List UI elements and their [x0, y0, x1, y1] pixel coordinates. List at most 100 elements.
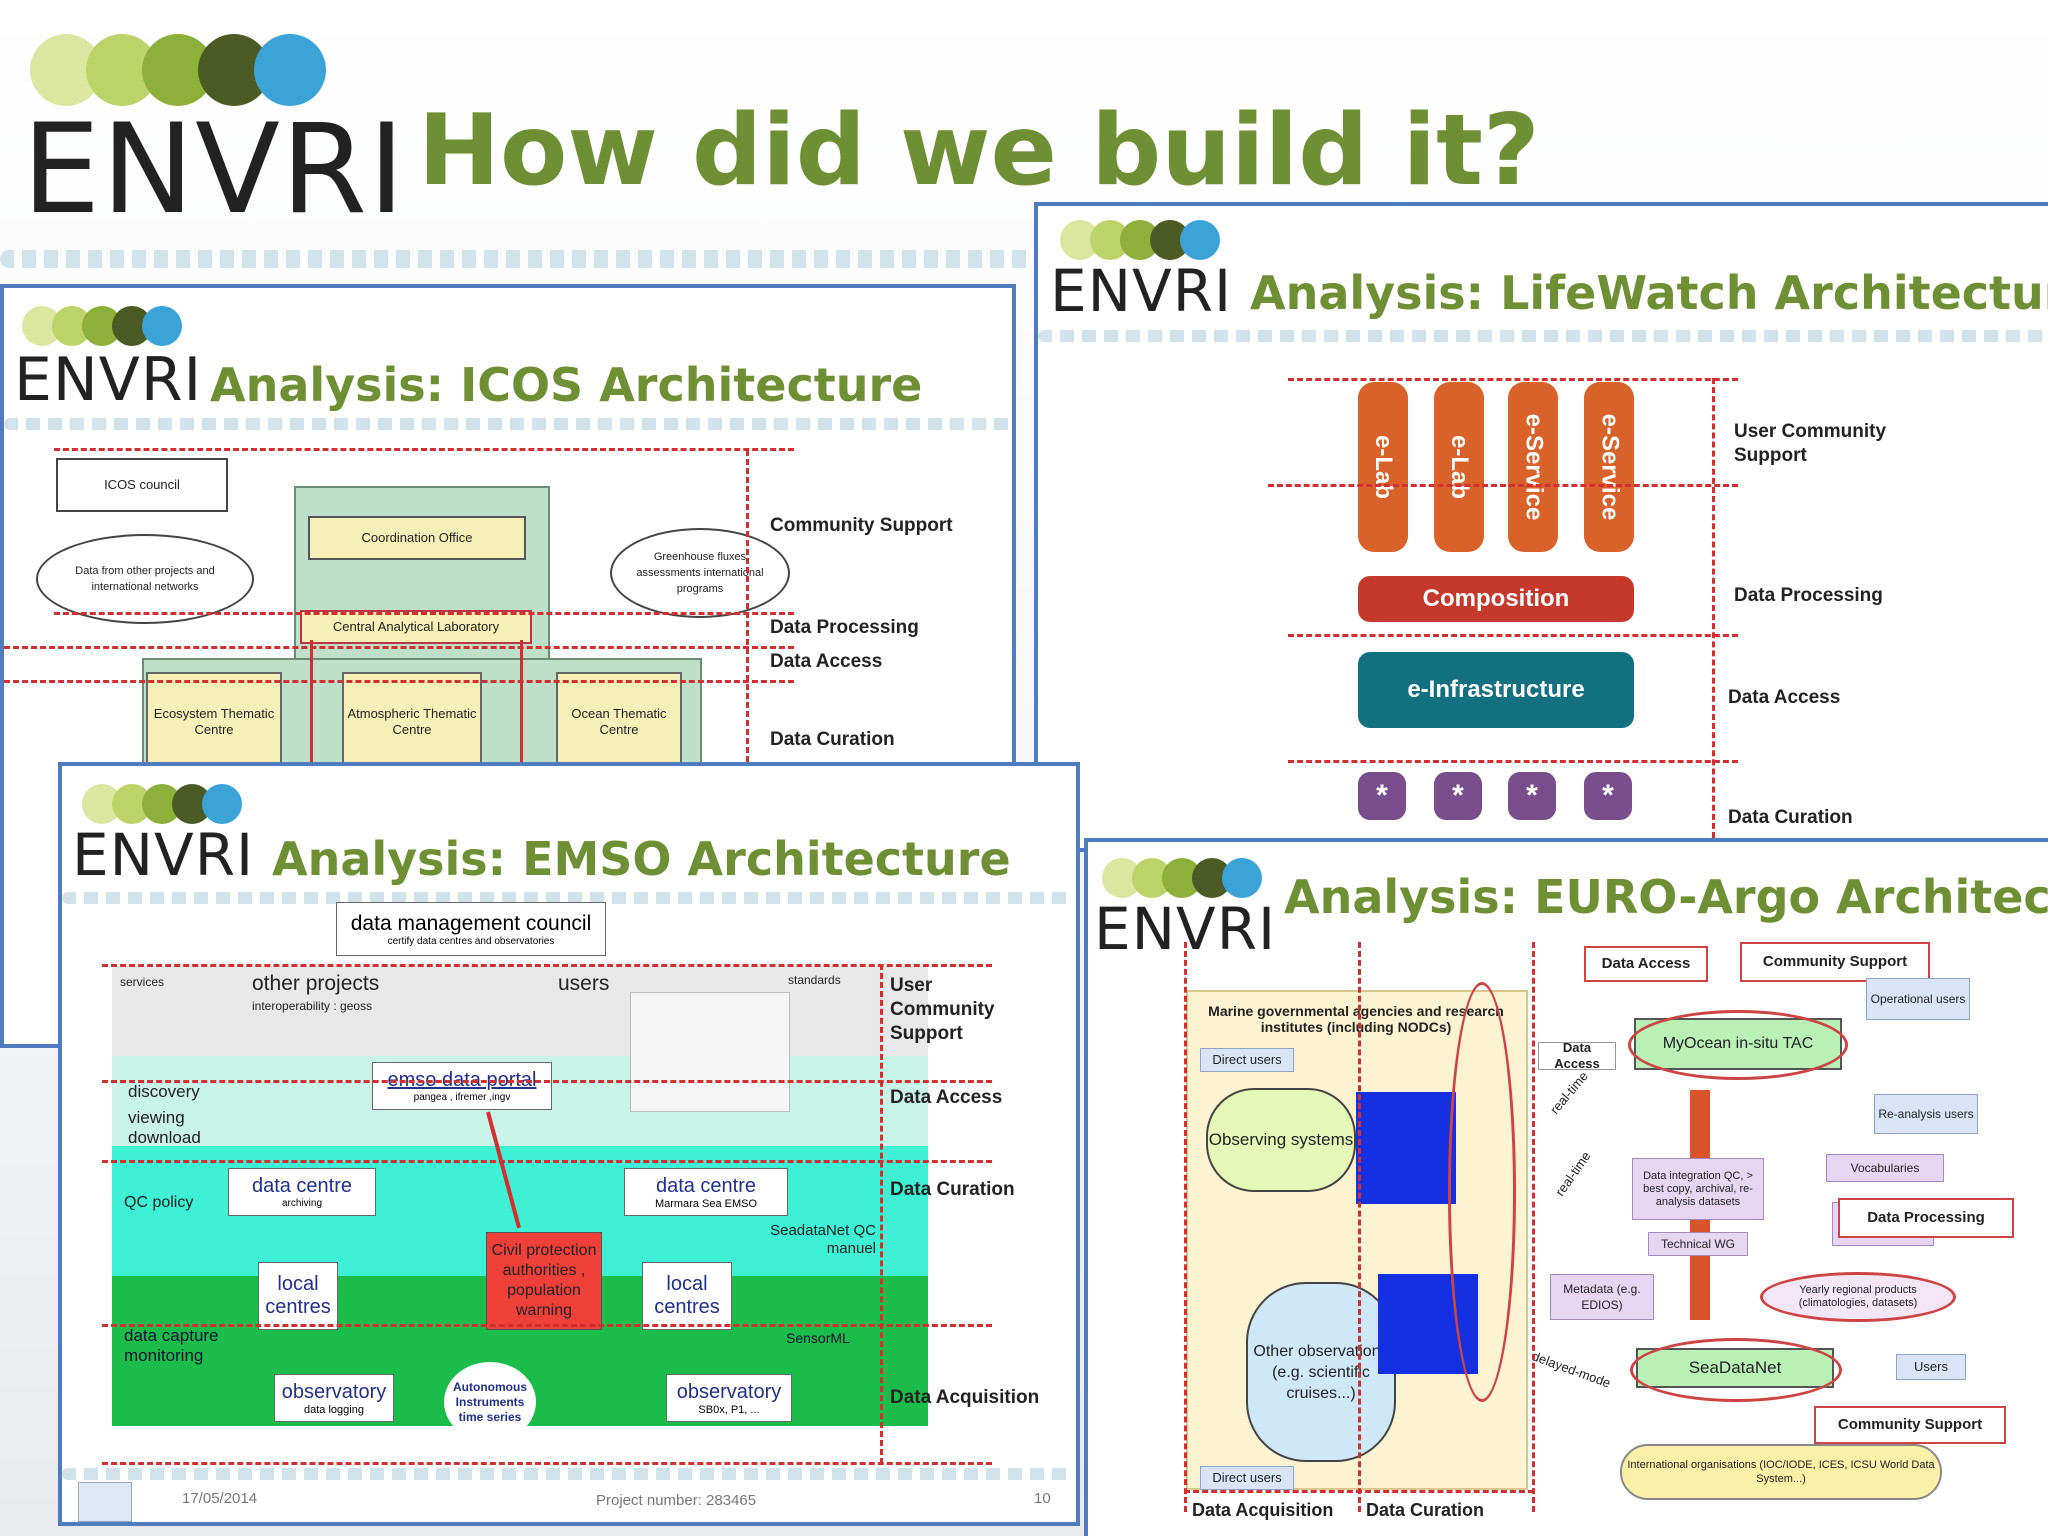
emso-dc-left-sub: archiving — [281, 1198, 323, 1209]
logo-dot-5 — [254, 34, 326, 106]
lifewatch-infrastructure-box: e-Infrastructure — [1358, 652, 1634, 728]
chain-decoration — [62, 892, 1072, 904]
chain-decoration — [1038, 330, 2048, 342]
emso-monitoring-label: monitoring — [124, 1346, 204, 1365]
icos-layer-label: Data Curation — [770, 729, 895, 750]
layer-axis — [746, 450, 749, 780]
lifewatch-resource-icon: * — [1434, 772, 1482, 820]
emso-logo-text: ENVRI — [72, 821, 255, 889]
icos-ocean-box: Ocean Thematic Centre — [556, 672, 682, 772]
emso-local-right: local centres — [642, 1262, 732, 1330]
emso-services-label: services — [120, 975, 165, 989]
layer-divider — [1268, 484, 1738, 487]
emso-slide: ENVRI Analysis: EMSO Architecture data m… — [58, 762, 1080, 1526]
icos-title: Analysis: ICOS Architecture — [210, 358, 923, 412]
emso-local-left: local centres — [258, 1262, 338, 1330]
euroargo-other-obs-cloud: Other observations (e.g. scientific crui… — [1246, 1282, 1396, 1462]
emso-qc-policy-label: QC policy — [124, 1194, 194, 1211]
icos-layer-label: Data Processing — [770, 617, 919, 638]
euroargo-realtime-label: real-time — [1546, 1068, 1591, 1117]
emso-obs-right-label: observatory — [676, 1380, 782, 1403]
emso-footer-page: 10 — [1034, 1490, 1051, 1507]
icos-layer-label: Data Access — [770, 651, 883, 672]
euroargo-slide: ENVRI Analysis: EURO-Argo Architectur Ma… — [1084, 838, 2048, 1536]
icos-ecosystem-box: Ecosystem Thematic Centre — [146, 672, 282, 772]
emso-footer-project: Project number: 283465 — [596, 1492, 757, 1509]
logo-dot — [1222, 858, 1262, 898]
euroargo-callout-community-top: Community Support — [1740, 942, 1930, 982]
lifewatch-pill: e-Lab — [1358, 382, 1408, 552]
lifewatch-pill: e-Lab — [1434, 382, 1484, 552]
icos-layer-label: Community Support — [770, 515, 953, 536]
layer-divider — [54, 612, 794, 615]
icos-council-box: ICOS council — [56, 458, 228, 512]
emso-obs-right-sub: SB0x, P1, ... — [698, 1403, 760, 1416]
emso-footer-date: 17/05/2014 — [182, 1490, 258, 1507]
layer-divider — [4, 646, 794, 649]
euroargo-callout-data-access: Data Access — [1538, 1040, 1616, 1071]
euroargo-metadata-box: Metadata (e.g. EDIOS) — [1550, 1274, 1654, 1320]
emso-other-projects-label: other projects — [252, 972, 380, 995]
emso-layer-label: User Community Support — [890, 975, 995, 1044]
euroargo-callout-access-top: Data Access — [1584, 946, 1708, 982]
lifewatch-resource-icon: * — [1358, 772, 1406, 820]
emso-autonomous-circle: Autonomous Instruments time series — [444, 1362, 536, 1442]
lifewatch-layer-label: Data Processing — [1734, 585, 1883, 606]
emso-portal-box: emso data portal pangea , ifremer ,ingv — [372, 1062, 552, 1110]
layer-divider — [54, 448, 794, 451]
icos-logo-text: ENVRI — [14, 345, 203, 415]
euroargo-observing-cloud: Observing systems — [1206, 1088, 1356, 1192]
emso-dc-right-sub: Marmara Sea EMSO — [654, 1197, 758, 1210]
emso-dmc-sub: certify data centres and observatories — [387, 935, 555, 947]
euroargo-float-image — [1356, 1092, 1456, 1204]
layer-divider — [1288, 634, 1738, 637]
euroargo-marine-label: Marine governmental agencies and researc… — [1208, 1003, 1504, 1035]
layer-divider — [4, 680, 794, 683]
euroargo-bottom-label-acq: Data Acquisition — [1192, 1500, 1334, 1520]
logo-dot — [202, 784, 242, 824]
icos-coordination-box: Coordination Office — [308, 516, 526, 560]
lifewatch-layer-label: Data Curation — [1728, 807, 1853, 828]
euroargo-data-integration-box: Data integration QC, > best copy, archiv… — [1632, 1158, 1764, 1220]
emso-dc-left-label: data centre — [251, 1175, 353, 1197]
icos-greenhouse-ellipse: Greenhouse fluxes assessments internatio… — [610, 528, 790, 618]
euroargo-yearly-ellipse: Yearly regional products (climatologies,… — [1760, 1272, 1956, 1322]
lifewatch-composition-box: Composition — [1358, 576, 1634, 622]
layer-axis — [1712, 378, 1715, 838]
emso-other-projects-sub: interoperability : geoss — [252, 999, 373, 1013]
layer-divider — [1532, 942, 1535, 1512]
emso-layer-label: Data Access — [890, 1087, 1003, 1108]
layer-axis — [1184, 1490, 1534, 1493]
emso-discovery-label: discovery — [128, 1082, 200, 1101]
euroargo-direct-users-top: Direct users — [1200, 1048, 1294, 1072]
emso-standards-label: standards — [788, 973, 841, 987]
euroargo-title: Analysis: EURO-Argo Architectur — [1284, 870, 2048, 924]
layer-divider — [1288, 760, 1738, 763]
layer-divider — [102, 964, 992, 967]
euroargo-technical-wg-box: Technical WG — [1648, 1232, 1748, 1256]
logo-dot — [1180, 220, 1220, 260]
euroargo-myocean-ellipse — [1628, 1010, 1848, 1080]
chain-decoration — [62, 1468, 1072, 1480]
euroargo-operational-box: Operational users — [1866, 978, 1970, 1020]
euroargo-delayed-label: delayed-mode — [1530, 1348, 1613, 1391]
emso-dc-left: data centre archiving — [228, 1168, 376, 1216]
emso-seadatanet-label: SeadataNet QC manuel — [770, 1222, 876, 1257]
emso-civil-box: Civil protection authorities , populatio… — [486, 1232, 602, 1330]
euroargo-seadatanet-ellipse — [1630, 1338, 1842, 1402]
emso-obs-left-sub: data logging — [304, 1403, 364, 1416]
layer-divider — [102, 1324, 992, 1327]
lifewatch-resource-icon: * — [1508, 772, 1556, 820]
emso-capture-label: data capture — [124, 1326, 219, 1345]
emso-portal-screenshot — [630, 992, 790, 1112]
lifewatch-pill: e-Service — [1584, 382, 1634, 552]
emso-layer-label: Data Curation — [890, 1179, 1015, 1200]
euroargo-realtime-ellipse — [1448, 982, 1516, 1402]
red-connector — [310, 640, 313, 780]
logo-dot — [142, 306, 182, 346]
euroargo-callout-processing: Data Processing — [1838, 1198, 2014, 1238]
emso-dc-right-label: data centre — [655, 1174, 757, 1197]
euroargo-realtime-label: real-time — [1552, 1148, 1594, 1199]
layer-divider — [102, 1462, 992, 1465]
layer-divider — [102, 1160, 992, 1163]
